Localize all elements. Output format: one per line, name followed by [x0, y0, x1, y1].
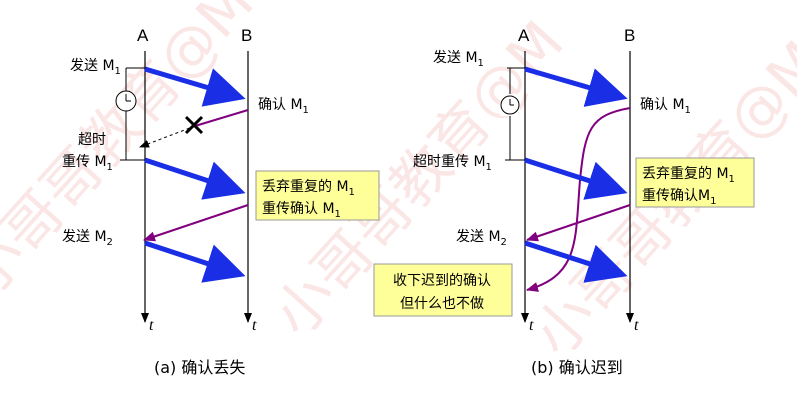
resend-m1-arrow	[144, 157, 246, 200]
resend-m1-label: 重传 M1	[62, 154, 113, 173]
discard-note-box	[255, 170, 380, 221]
time-label-a: t	[149, 317, 154, 334]
host-b-label: B	[624, 26, 635, 45]
send-m2-label: 发送 M2	[62, 229, 113, 248]
send-m1-arrow	[524, 66, 628, 107]
lost-ack-line	[194, 109, 249, 127]
caption-a: (a) 确认丢失	[154, 358, 245, 377]
time-label-a: t	[529, 317, 534, 334]
time-label-b: t	[252, 317, 257, 334]
late-ack-note-box	[373, 263, 513, 317]
send-m2-label: 发送 M2	[456, 229, 507, 248]
discard-note-box	[635, 157, 755, 208]
discard-note-line2: 重传确认 M1	[262, 201, 341, 220]
time-label-b: t	[634, 317, 639, 334]
watermark-text: 小哥哥教育@M	[0, 0, 267, 309]
send-m1-arrow	[144, 66, 246, 107]
discard-note-line1: 丢弃重复的 M1	[642, 165, 735, 185]
late-ack-note-line2: 但什么也不做	[400, 296, 484, 312]
late-ack-note-line1: 收下迟到的确认	[393, 273, 491, 289]
host-b-label: B	[241, 26, 252, 45]
diagram-b: A B t t 发送 M1 确认 M1 超时重传 M1 丢弃重复的 M1 重传确…	[373, 26, 755, 377]
ack-m1-label: 确认 M1	[640, 97, 691, 116]
lost-cross-icon	[184, 115, 204, 135]
send-m1-label: 发送 M1	[70, 58, 121, 77]
ack-m1-label: 确认 M1	[258, 97, 309, 116]
discard-note-line2: 重传确认M1	[642, 188, 716, 207]
resend-m1-arrow	[524, 157, 628, 200]
send-m2-arrow	[144, 240, 246, 283]
discard-note-line1: 丢弃重复的 M1	[262, 178, 355, 198]
send-m2-arrow	[524, 240, 628, 283]
lost-ack-dashed	[139, 125, 196, 148]
host-a-label: A	[518, 26, 530, 45]
diagram-a: A B t t 发送 M1 确认 M1 超时 重传 M1 丢弃重复的 M1 重传…	[62, 26, 380, 377]
resend-ack-arrow	[143, 204, 249, 242]
timeout-resend-label: 超时重传 M1	[413, 154, 492, 173]
timeout-label: 超时	[78, 132, 106, 148]
host-a-label: A	[137, 26, 149, 45]
resend-ack-arrow	[526, 204, 631, 242]
caption-b: (b) 确认迟到	[531, 358, 623, 377]
send-m1-label: 发送 M1	[433, 50, 484, 69]
